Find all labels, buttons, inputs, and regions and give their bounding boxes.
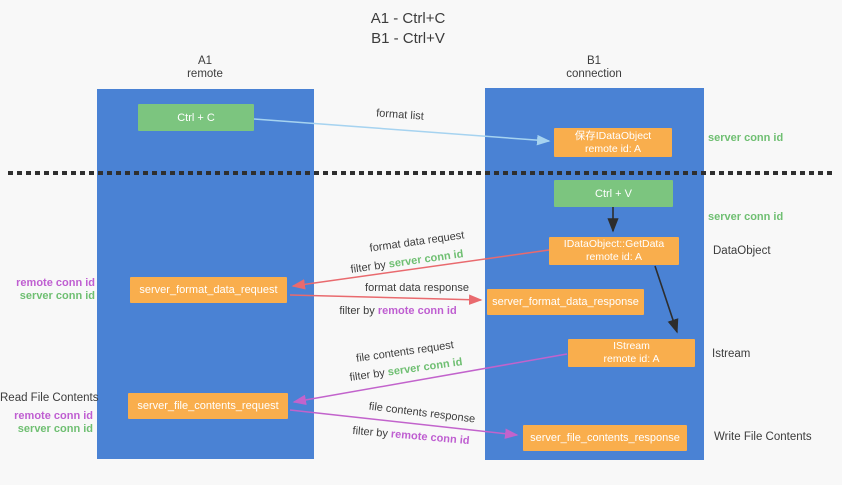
format-data-response-label: format data response — [365, 282, 469, 294]
filter-by-text: filter by — [352, 424, 389, 440]
remote-conn-id-filter: remote conn id — [377, 305, 457, 317]
write-file-contents-label: Write File Contents — [714, 431, 812, 443]
getdata-line1: IDataObject::GetData — [563, 238, 665, 250]
server-conn-id-label-left-mid: server conn id — [19, 290, 95, 302]
server-conn-id-label-top: server conn id — [708, 132, 784, 144]
ctrl-c-box: Ctrl + C — [138, 104, 254, 131]
server-conn-id-filter: server conn id — [387, 356, 464, 379]
file-response-label: server_file_contents_response — [530, 432, 680, 444]
filter-by-text: filter by — [339, 305, 375, 317]
right-column-header: B1 connection — [534, 55, 654, 81]
file-response-filter-label: filter by remote conn id — [352, 425, 470, 447]
ctrl-v-label: Ctrl + V — [595, 187, 632, 200]
remote-conn-id-filter: remote conn id — [390, 428, 470, 448]
title-line-copy: A1 - Ctrl+C — [370, 10, 446, 27]
dataobject-label: DataObject — [713, 245, 771, 257]
format-response-label: server_format_data_response — [492, 296, 639, 308]
title-line-paste: B1 - Ctrl+V — [371, 30, 445, 47]
ctrl-v-box: Ctrl + V — [554, 180, 673, 207]
left-column-header: A1 remote — [145, 55, 265, 81]
remote-conn-id-label-mid: remote conn id — [16, 277, 95, 289]
file-contents-response-label: file contents response — [368, 400, 476, 426]
istream-line1: IStream — [613, 340, 650, 352]
file-request-box: server_file_contents_request — [128, 393, 288, 419]
format-data-response-arrow — [289, 294, 483, 305]
save-dataobject-line1: 保存IDataObject — [574, 129, 652, 142]
left-column-name: A1 — [197, 55, 213, 67]
file-request-label: server_file_contents_request — [137, 400, 279, 412]
save-dataobject-line2: remote id: A — [584, 142, 642, 155]
remote-conn-id-label-bottom: remote conn id — [14, 410, 93, 422]
right-column-name: B1 — [586, 55, 602, 67]
diagram-title: A1 - Ctrl+C B1 - Ctrl+V — [308, 9, 508, 49]
left-conn-id-group-mid: remote conn id server conn id — [0, 277, 95, 303]
format-response-filter-label: filter by remote conn id — [339, 305, 456, 317]
filter-by-text: filter by — [348, 367, 386, 384]
istream-side-label: Istream — [712, 348, 751, 360]
getdata-line2: remote id: A — [585, 251, 643, 263]
server-conn-id-label-left-bottom: server conn id — [17, 423, 93, 435]
format-list-label: format list — [375, 107, 425, 123]
file-response-box: server_file_contents_response — [523, 425, 687, 451]
server-conn-id-label-mid: server conn id — [708, 211, 784, 223]
format-request-filter-label: filter by server conn id — [350, 248, 464, 276]
ctrl-c-label: Ctrl + C — [177, 111, 215, 124]
istream-box: IStream remote id: A — [568, 339, 695, 367]
left-column-role: remote — [187, 68, 223, 80]
phase-divider-dotted-line — [8, 171, 836, 175]
format-request-box: server_format_data_request — [130, 277, 287, 303]
read-file-contents-label: Read File Contents — [0, 392, 99, 404]
format-request-label: server_format_data_request — [139, 284, 278, 296]
filter-by-text: filter by — [349, 259, 387, 276]
format-response-box: server_format_data_response — [487, 289, 644, 315]
server-conn-id-filter: server conn id — [388, 248, 465, 271]
getdata-box: IDataObject::GetData remote id: A — [549, 237, 679, 265]
left-conn-id-group-bottom: remote conn id server conn id — [0, 410, 93, 436]
right-column-role: connection — [566, 68, 622, 80]
istream-line2: remote id: A — [603, 353, 660, 365]
save-dataobject-box: 保存IDataObject remote id: A — [554, 128, 672, 157]
